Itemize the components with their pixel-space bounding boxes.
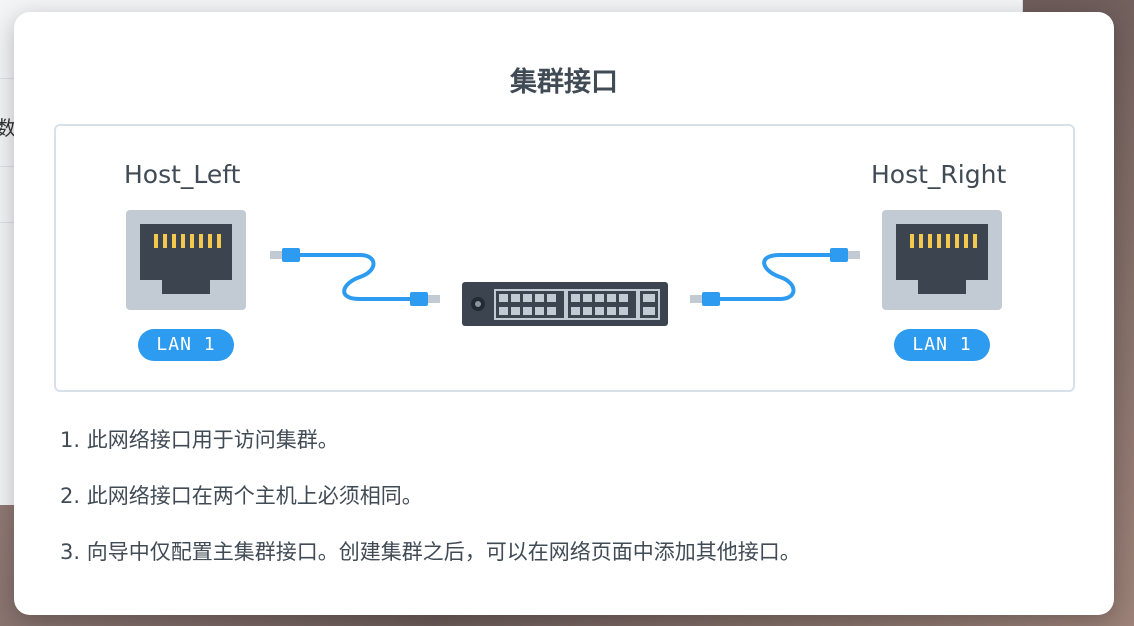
instruction-step: 3. 向导中仅配置主集群接口。创建集群之后，可以在网络页面中添加其他接口。 (60, 540, 801, 564)
right-lan-badge: LAN 1 (894, 329, 990, 361)
dialog-title: 集群接口 (510, 67, 618, 98)
right-host-label: Host_Right (871, 160, 1007, 189)
instruction-step: 2. 此网络接口在两个主机上必须相同。 (60, 484, 423, 508)
network-diagram: Host_Left LAN 1 (54, 124, 1075, 392)
left-ethernet-cable-icon (270, 248, 440, 306)
instruction-step: 1. 此网络接口用于访问集群。 (60, 428, 339, 452)
cluster-interface-dialog: 集群接口 Host_Left LAN 1 (14, 12, 1114, 615)
right-ethernet-port-icon (882, 210, 1002, 310)
left-host-label: Host_Left (124, 160, 241, 189)
left-lan-badge: LAN 1 (138, 329, 234, 361)
background-text: 数 (0, 116, 16, 140)
left-ethernet-port-icon (126, 210, 246, 310)
network-switch-icon (462, 282, 668, 326)
right-ethernet-cable-icon (690, 248, 860, 306)
